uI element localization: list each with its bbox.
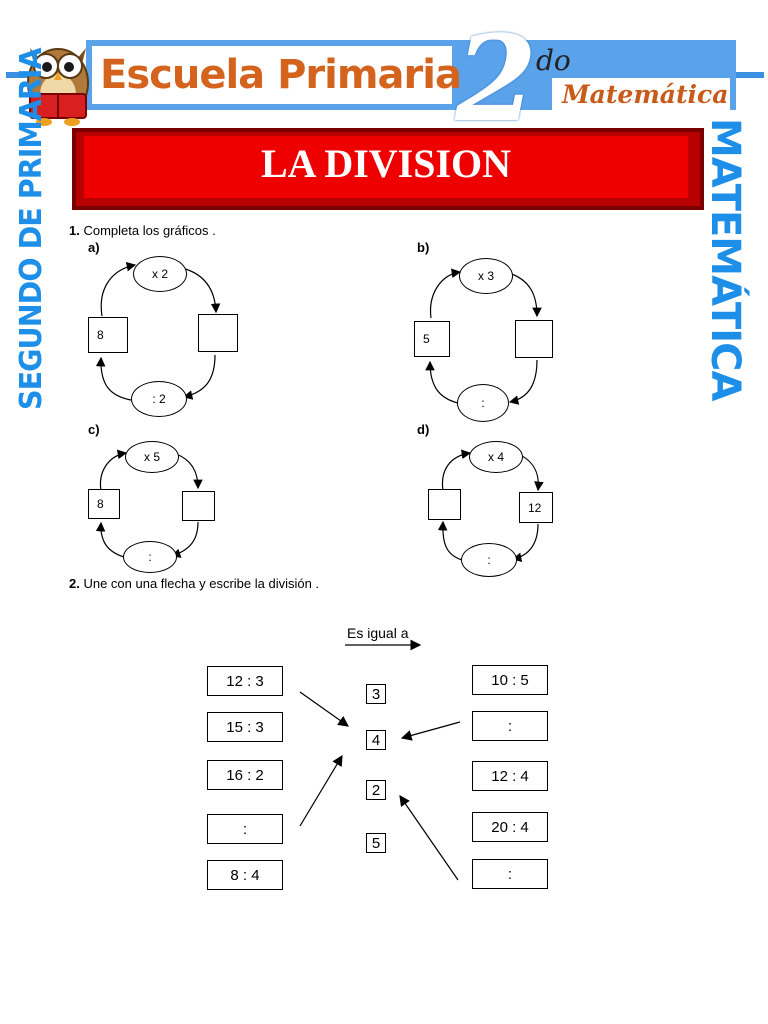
diagram-d-left-answer-box[interactable] [428,489,461,520]
subject-name: Matemática [562,80,729,109]
school-name: Escuela Primaria [100,52,462,98]
diagram-d-label: d) [417,422,430,437]
diagram-d-bottom-operation[interactable]: : [461,543,517,577]
diagram-b-left-value: 5 [414,321,450,357]
diagram-a-label: a) [88,240,100,255]
grade-suffix: do [536,44,571,77]
diagram-a-bottom-operation: : 2 [131,381,187,417]
diagram-b-top-operation: x 3 [459,258,513,294]
page-title: LA DIVISION [260,141,512,186]
diagram-c-bottom-operation[interactable]: : [123,541,177,573]
exercise2-prompt: Une con una flecha y escribe la división… [83,576,320,591]
arrow-left-blank [299,754,343,827]
grade-number: 2 [455,9,538,148]
right-division-box-3: 12 : 4 [472,761,548,791]
right-division-box-2[interactable]: : [472,711,548,741]
exercise1-prompt: Completa los gráficos . [83,223,216,238]
left-division-box-4[interactable]: : [207,814,283,844]
result-number-4: 4 [366,730,386,750]
diagram-c-left-value: 8 [88,489,120,519]
header-banner-inner [92,46,452,104]
diagram-b-label: b) [417,240,430,255]
right-division-box-5[interactable]: : [472,859,548,889]
diagram-b-right-answer-box[interactable] [515,320,553,358]
diagram-c-right-answer-box[interactable] [182,491,215,521]
exercise1-number: 1. [69,223,80,238]
equals-label: Es igual a [347,625,409,641]
left-division-box-1: 12 : 3 [207,666,283,696]
arrow-12-3 [299,691,349,727]
diagram-a-top-operation: x 2 [133,256,187,292]
subject-box [552,78,730,112]
owl-mascot-icon [27,48,89,126]
exercise2-number: 2. [69,576,80,591]
left-division-box-3: 16 : 2 [207,760,283,790]
title-band-inner [84,136,688,198]
diagram-a-right-answer-box[interactable] [198,314,238,352]
diagram-a-left-value: 8 [88,317,128,353]
result-number-5: 5 [366,833,386,853]
exercise2-prompt-line: 2. Une con una flecha y escribe la divis… [69,576,319,591]
result-number-2: 2 [366,780,386,800]
diagram-c-label: c) [88,422,100,437]
right-division-box-1: 10 : 5 [472,665,548,695]
diagram-c-top-operation: x 5 [125,441,179,473]
arrow-right-bottom-blank [399,795,459,881]
result-number-3: 3 [366,684,386,704]
diagram-b-bottom-operation[interactable]: : [457,384,509,422]
diagram-d-top-operation: x 4 [469,441,523,473]
arrow-right-blank [400,721,461,741]
exercise1-prompt-line: 1. Completa los gráficos . [69,223,216,238]
right-division-box-4: 20 : 4 [472,812,548,842]
header-rule-right [736,72,764,78]
left-division-box-5: 8 : 4 [207,860,283,890]
left-division-box-2: 15 : 3 [207,712,283,742]
diagram-d-right-value: 12 [519,492,553,523]
